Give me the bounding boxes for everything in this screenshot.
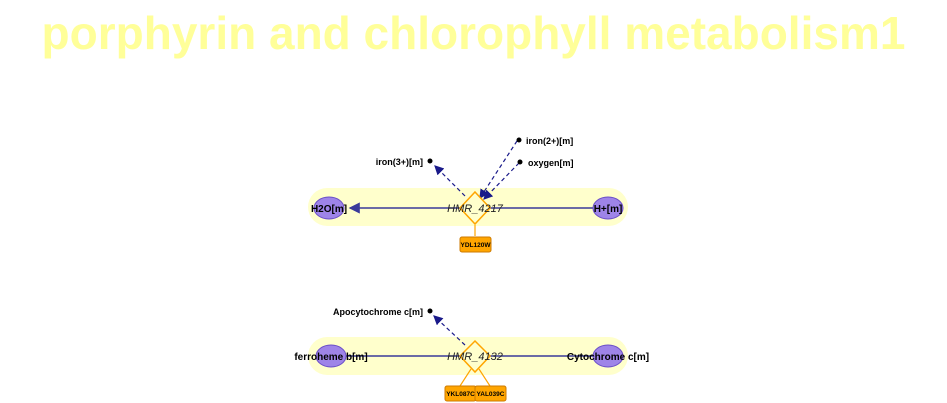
metabolite-node[interactable] — [592, 196, 624, 220]
side-metabolite-dot[interactable] — [516, 137, 522, 143]
reaction-label: HMR_4132 — [447, 351, 503, 363]
side-metabolite-label: iron(3+)[m] — [376, 157, 423, 167]
reaction-label: HMR_4217 — [447, 203, 504, 215]
metabolite-label: H2O[m] — [311, 204, 347, 215]
product-edge — [434, 165, 466, 197]
substrate-edge — [479, 140, 518, 200]
metabolite-node[interactable] — [315, 344, 347, 368]
side-metabolite-dot[interactable] — [427, 308, 433, 314]
metabolite-label: ferroheme b[m] — [294, 352, 367, 363]
side-metabolite-dot[interactable] — [427, 158, 433, 164]
reaction-node[interactable] — [458, 190, 492, 226]
reaction-node[interactable] — [458, 339, 492, 374]
diagram-title: porphyrin and chlorophyll metabolism1 — [41, 7, 906, 59]
metabolite-label: Cytochrome c[m] — [567, 352, 649, 363]
side-metabolite-label: Apocytochrome c[m] — [333, 307, 423, 317]
side-metabolite-label: iron(2+)[m] — [526, 136, 573, 146]
metabolite-node[interactable] — [592, 344, 624, 368]
gene-edge — [478, 368, 491, 387]
metabolite-node[interactable] — [313, 196, 345, 220]
side-metabolite-dot[interactable] — [517, 159, 523, 165]
gene-label: YDL120W — [461, 242, 492, 249]
gene-node[interactable] — [474, 385, 507, 402]
gene-node[interactable] — [459, 236, 492, 253]
gene-label: YAL039C — [477, 391, 505, 398]
reaction-group-1: HMR_4217 H2O[m] H+[m] iron(3+)[m] iron(2… — [308, 136, 628, 253]
gene-edge — [459, 368, 472, 387]
gene-label: YKL087C — [446, 391, 475, 398]
side-metabolite-label: oxygen[m] — [528, 158, 574, 168]
product-edge — [433, 315, 466, 346]
reaction-group-2: HMR_4132 ferroheme b[m] Cytochrome c[m] … — [294, 307, 649, 402]
metabolite-label: H+[m] — [594, 204, 623, 215]
substrate-edge — [483, 162, 520, 200]
